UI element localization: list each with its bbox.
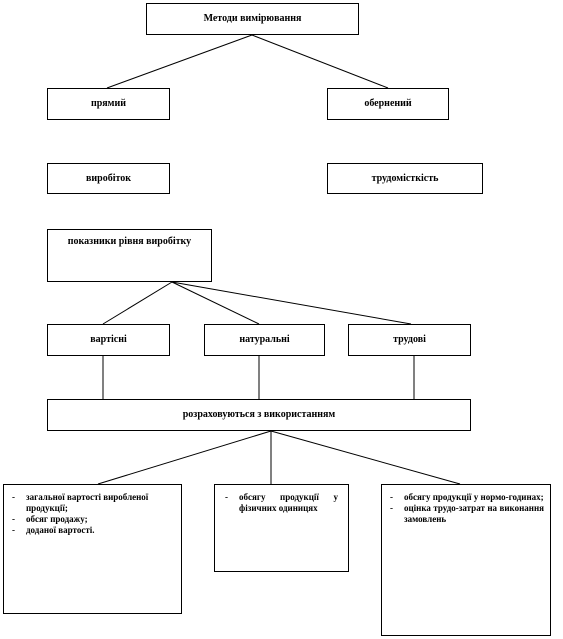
direct-method-label: прямий <box>90 98 127 109</box>
connector-line <box>171 281 412 325</box>
list-item: загальної вартості виробленої продукції; <box>12 492 175 514</box>
list-item: обсягу продукції у нормо-годинах; <box>390 492 544 503</box>
cost-indicators-label: вартісні <box>90 334 127 345</box>
natural-indicators-label: натуральні <box>239 334 290 345</box>
natural-details-list: обсягу продукції у фізичних одиницях <box>225 492 338 514</box>
connector-line <box>102 281 173 325</box>
labor-intensity-box: трудомісткість <box>327 163 483 194</box>
output-label: виробіток <box>85 172 132 184</box>
labor-indicators-label: трудові <box>393 334 426 345</box>
output-box: виробіток <box>47 163 170 194</box>
natural-details-box: обсягу продукції у фізичних одиницях <box>214 484 349 572</box>
cost-indicators-box: вартісні <box>47 324 170 356</box>
list-item: оцінка трудо-затрат на виконання замовле… <box>390 503 544 525</box>
cost-details-list: загальної вартості виробленої продукції;… <box>12 492 175 536</box>
list-item: обсягу продукції у фізичних одиницях <box>225 492 338 514</box>
list-item: доданої вартості. <box>12 525 175 536</box>
connector-line <box>270 430 461 485</box>
natural-indicators-box: натуральні <box>204 324 325 356</box>
labor-indicators-box: трудові <box>348 324 471 356</box>
calculated-with-label: розраховуються з використанням <box>182 409 336 420</box>
indicators-box: показники рівня виробітку <box>47 229 212 282</box>
connector-line <box>97 430 272 485</box>
labor-details-list: обсягу продукції у нормо-годинах; оцінка… <box>390 492 544 525</box>
connector-line <box>251 34 389 89</box>
list-item: обсяг продажу; <box>12 514 175 525</box>
connector-line <box>171 281 260 325</box>
labor-intensity-label: трудомісткість <box>371 172 439 184</box>
calculated-with-box: розраховуються з використанням <box>47 399 471 431</box>
inverse-method-label: обернений <box>364 98 412 109</box>
inverse-method-box: обернений <box>327 88 449 120</box>
indicators-label: показники рівня виробітку <box>67 236 192 247</box>
cost-details-box: загальної вартості виробленої продукції;… <box>3 484 182 614</box>
connector-line <box>106 34 253 89</box>
measurement-methods-label: Методи вимірювання <box>203 13 302 24</box>
labor-details-box: обсягу продукції у нормо-годинах; оцінка… <box>381 484 551 636</box>
measurement-methods-box: Методи вимірювання <box>146 3 359 35</box>
direct-method-box: прямий <box>47 88 170 120</box>
